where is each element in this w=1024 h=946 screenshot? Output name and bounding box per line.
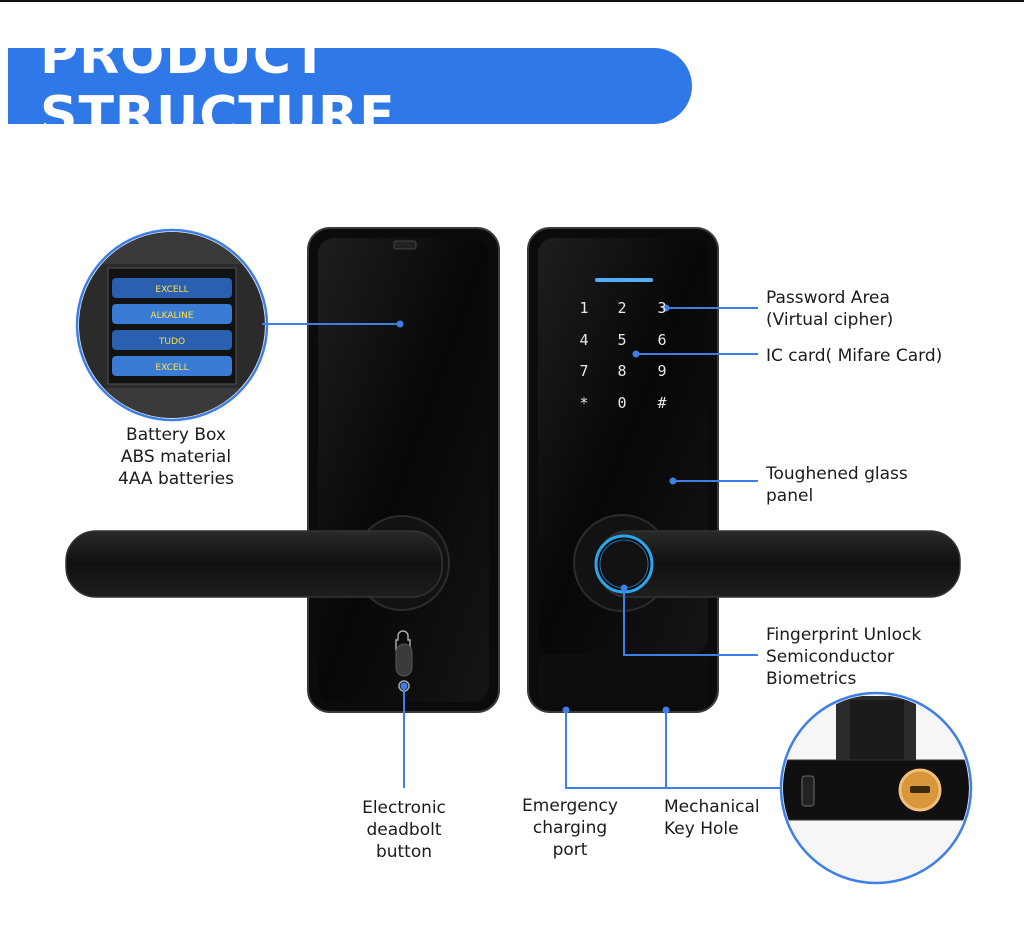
ic-card-label-line: IC card( Mifare Card) bbox=[766, 346, 943, 366]
keyhole-label-line: Key Hole bbox=[664, 819, 739, 839]
keypad-key[interactable]: 5 bbox=[617, 331, 627, 349]
fingerprint-label-line: Fingerprint Unlock bbox=[766, 625, 922, 645]
keypad-key[interactable]: 7 bbox=[579, 362, 589, 380]
rear-lock-body bbox=[307, 227, 500, 713]
key-hole-label: Mechanical Key Hole bbox=[664, 796, 760, 840]
leader-lines bbox=[262, 307, 782, 789]
keypad-key[interactable]: # bbox=[657, 394, 667, 412]
keypad-key[interactable]: 4 bbox=[579, 331, 589, 349]
battery-brand-text: EXCELL bbox=[155, 285, 188, 295]
title-banner: PRODUCT STRUCTURE bbox=[8, 26, 692, 146]
charging-label-line: port bbox=[552, 840, 588, 860]
fingerprint-label-line: Semiconductor bbox=[766, 647, 895, 667]
glass-panel-label: Toughened glass panel bbox=[766, 463, 908, 507]
deadbolt-label-line: button bbox=[375, 842, 433, 862]
battery-cell bbox=[112, 304, 232, 324]
keypad-key[interactable]: 2 bbox=[617, 299, 627, 317]
keypad-key[interactable]: 0 bbox=[617, 394, 627, 412]
keypad-key[interactable]: * bbox=[579, 394, 589, 412]
glass-label-line: panel bbox=[766, 486, 814, 506]
battery-box-label: Battery Box ABS material 4AA batteries bbox=[96, 424, 256, 490]
battery-brand-text: TUDO bbox=[158, 337, 185, 347]
deadbolt-label: Electronic deadbolt button bbox=[344, 797, 464, 863]
battery-brand-text: ALKALINE bbox=[150, 311, 193, 321]
battery-cell bbox=[112, 278, 232, 298]
charging-label-line: Emergency bbox=[522, 796, 618, 816]
rear-handle bbox=[65, 515, 450, 611]
battery-label-line: ABS material bbox=[120, 447, 232, 467]
keypad-key[interactable]: 8 bbox=[617, 362, 627, 380]
ic-card-label: IC card( Mifare Card) bbox=[766, 345, 942, 367]
front-handle bbox=[573, 514, 961, 612]
deadbolt-label-line: deadbolt bbox=[366, 820, 442, 840]
password-label-line: Password Area bbox=[766, 288, 890, 308]
keyhole-label-line: Mechanical bbox=[664, 797, 760, 817]
leader-dots bbox=[396, 304, 677, 714]
keypad-key[interactable]: 6 bbox=[657, 331, 667, 349]
deadbolt-button bbox=[395, 630, 413, 692]
keypad-key[interactable]: 3 bbox=[657, 299, 667, 317]
keyhole-inset bbox=[779, 691, 973, 885]
fingerprint-label: Fingerprint Unlock Semiconductor Biometr… bbox=[766, 624, 921, 690]
top-border bbox=[0, 0, 1024, 2]
page-title: PRODUCT STRUCTURE bbox=[40, 26, 396, 146]
battery-label-line: 4AA batteries bbox=[118, 469, 234, 489]
password-label-line: (Virtual cipher) bbox=[766, 310, 894, 330]
keypad-key[interactable]: 1 bbox=[579, 299, 589, 317]
keypad-key[interactable]: 9 bbox=[657, 362, 667, 380]
fingerprint-label-line: Biometrics bbox=[766, 669, 857, 689]
battery-cell bbox=[112, 330, 232, 350]
battery-brand-text: EXCELL bbox=[155, 363, 188, 373]
glass-label-line: Toughened glass bbox=[766, 464, 908, 484]
battery-label-line: Battery Box bbox=[126, 425, 226, 445]
deadbolt-label-line: Electronic bbox=[362, 798, 446, 818]
charging-label-line: charging bbox=[532, 818, 608, 838]
charging-port-label: Emergency charging port bbox=[508, 795, 632, 861]
battery-box-inset: EXCELL ALKALINE TUDO EXCELL bbox=[75, 228, 269, 422]
password-area-label: Password Area (Virtual cipher) bbox=[766, 287, 893, 331]
battery-cell bbox=[112, 356, 232, 376]
